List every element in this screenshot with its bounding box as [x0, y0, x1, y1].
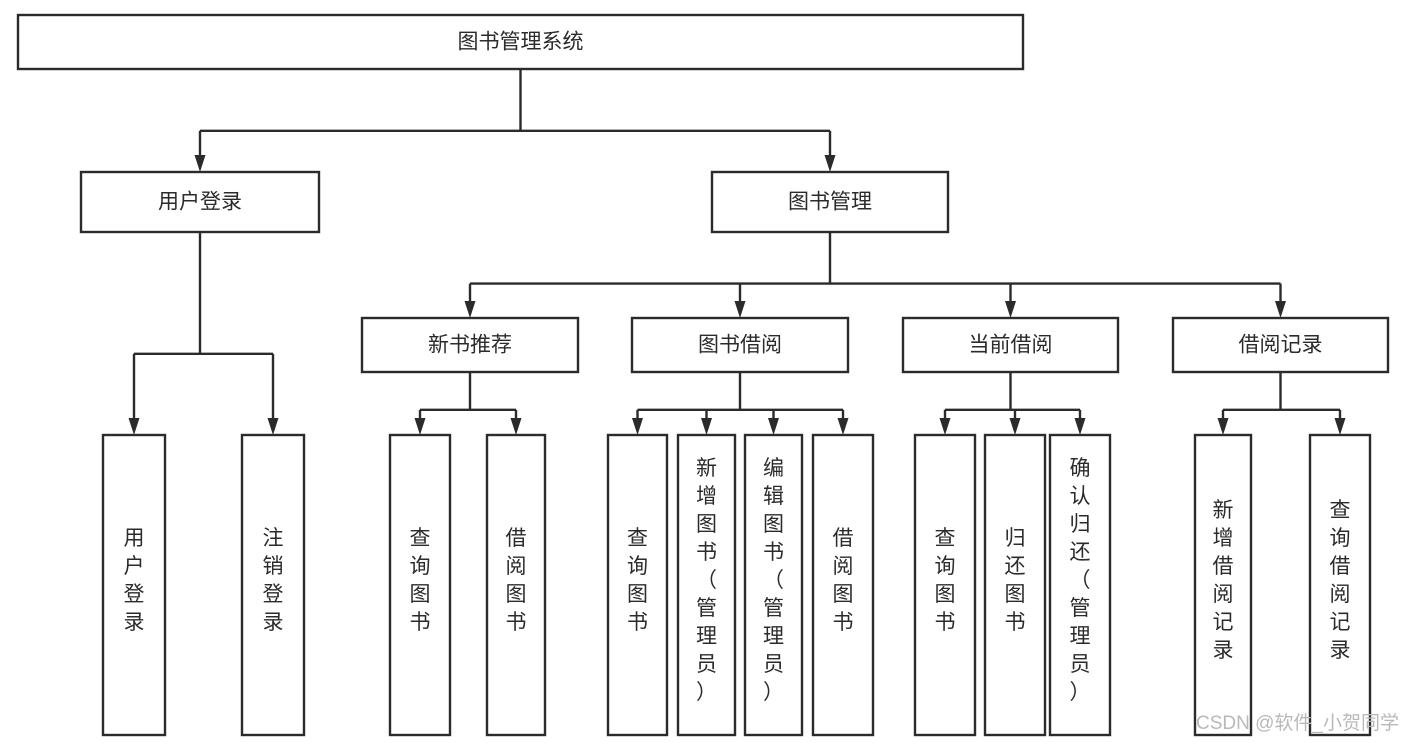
- watermark-label: CSDN @软件_小贺同学: [1196, 712, 1399, 734]
- arrow-head-icon: [701, 418, 712, 435]
- arrow-head-icon: [1009, 418, 1021, 435]
- node-box[interactable]: [983, 433, 1047, 737]
- arrow-head-icon: [1275, 301, 1286, 318]
- arrow-head-icon: [194, 155, 206, 172]
- node-label: 新增图书（管理员）: [696, 457, 717, 704]
- node-box[interactable]: [710, 170, 950, 234]
- node-label: 查询图书: [627, 527, 648, 634]
- node-box[interactable]: [606, 433, 669, 737]
- node-box[interactable]: [16, 13, 1025, 71]
- node-label: 查询借阅记录: [1330, 499, 1351, 662]
- node-label: 图书管理: [788, 191, 872, 214]
- arrow-head-icon: [768, 418, 779, 435]
- node-leaf_1[interactable]: 用户登录: [101, 433, 167, 737]
- arrow-head-icon: [267, 418, 279, 435]
- arrow-head-icon: [128, 418, 140, 435]
- node-label: 当前借阅: [969, 334, 1053, 357]
- node-box[interactable]: [811, 433, 875, 737]
- node-box[interactable]: [743, 433, 804, 737]
- node-leaf_13[interactable]: 查询借阅记录: [1308, 433, 1372, 737]
- node-leaf_8[interactable]: 借阅图书: [811, 433, 875, 737]
- arrow-head-icon: [734, 301, 746, 318]
- node-l2_c[interactable]: 当前借阅: [901, 316, 1120, 374]
- node-label: 编辑图书（管理员）: [763, 457, 784, 704]
- node-label: 查询图书: [935, 527, 956, 634]
- arrow-head-icon: [464, 301, 476, 318]
- arrow-head-icon: [510, 418, 522, 435]
- node-label: 借阅图书: [506, 527, 527, 634]
- node-label: 确认归还（管理员）: [1070, 457, 1091, 704]
- node-box[interactable]: [240, 433, 306, 737]
- node-box[interactable]: [1193, 433, 1253, 737]
- node-label: 借阅记录: [1239, 334, 1323, 357]
- node-l2_d[interactable]: 借阅记录: [1171, 316, 1390, 374]
- node-label: 图书管理系统: [458, 31, 584, 54]
- node-label: 新书推荐: [428, 334, 512, 357]
- node-label: 用户登录: [158, 191, 242, 214]
- node-leaf_3[interactable]: 查询图书: [388, 433, 452, 737]
- node-box[interactable]: [360, 316, 580, 374]
- node-label: 新增借阅记录: [1213, 499, 1234, 662]
- node-leaf_5[interactable]: 查询图书: [606, 433, 669, 737]
- node-l2_b[interactable]: 图书借阅: [630, 316, 850, 374]
- arrow-head-icon: [824, 155, 836, 172]
- node-box[interactable]: [901, 316, 1120, 374]
- node-label: 注销登录: [263, 527, 284, 634]
- node-box[interactable]: [913, 433, 977, 737]
- node-box[interactable]: [630, 316, 850, 374]
- node-label: 查询图书: [410, 527, 431, 634]
- node-root[interactable]: 图书管理系统: [16, 13, 1025, 71]
- node-leaf_2[interactable]: 注销登录: [240, 433, 306, 737]
- node-leaf_7[interactable]: 编辑图书（管理员）: [743, 433, 804, 737]
- node-leaf_10[interactable]: 归还图书: [983, 433, 1047, 737]
- arrow-head-icon: [1334, 418, 1346, 435]
- arrow-head-icon: [1005, 301, 1016, 318]
- node-box[interactable]: [1308, 433, 1372, 737]
- node-l1_a[interactable]: 用户登录: [79, 170, 321, 234]
- node-leaf_9[interactable]: 查询图书: [913, 433, 977, 737]
- arrow-head-icon: [1217, 418, 1229, 435]
- node-box[interactable]: [79, 170, 321, 234]
- node-box[interactable]: [1171, 316, 1390, 374]
- node-l2_a[interactable]: 新书推荐: [360, 316, 580, 374]
- node-box[interactable]: [676, 433, 737, 737]
- connector-layer: [128, 69, 1346, 435]
- node-leaf_12[interactable]: 新增借阅记录: [1193, 433, 1253, 737]
- arrow-head-icon: [837, 418, 849, 435]
- arrow-head-icon: [414, 418, 426, 435]
- arrow-head-icon: [939, 418, 951, 435]
- node-box[interactable]: [388, 433, 452, 737]
- node-leaf_4[interactable]: 借阅图书: [485, 433, 547, 737]
- node-leaf_11[interactable]: 确认归还（管理员）: [1048, 433, 1112, 737]
- node-leaf_6[interactable]: 新增图书（管理员）: [676, 433, 737, 737]
- node-box[interactable]: [101, 433, 167, 737]
- node-label: 归还图书: [1005, 527, 1026, 634]
- node-label: 用户登录: [124, 527, 145, 634]
- node-label: 借阅图书: [833, 527, 854, 634]
- node-label: 图书借阅: [698, 334, 782, 357]
- node-box[interactable]: [485, 433, 547, 737]
- node-box[interactable]: [1048, 433, 1112, 737]
- arrow-head-icon: [632, 418, 643, 435]
- arrow-head-icon: [1074, 418, 1086, 435]
- node-layer: 图书管理系统用户登录图书管理新书推荐图书借阅当前借阅借阅记录用户登录注销登录查询…: [16, 13, 1390, 737]
- node-l1_b[interactable]: 图书管理: [710, 170, 950, 234]
